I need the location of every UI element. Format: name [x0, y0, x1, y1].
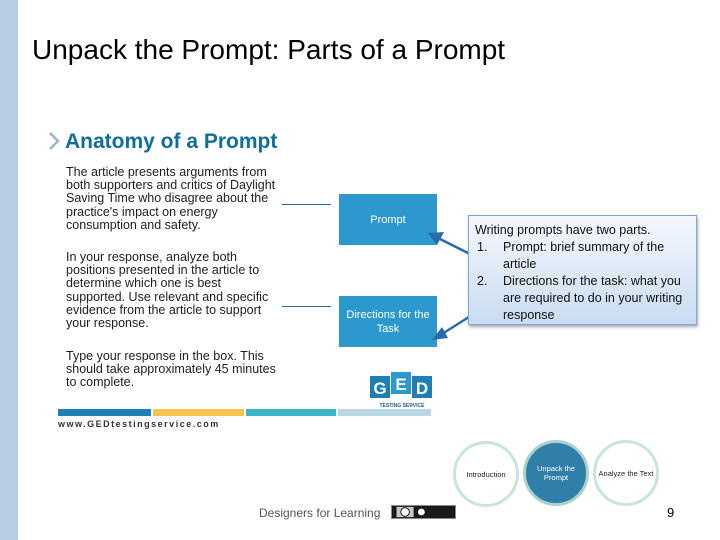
prompt-label-box: Prompt — [339, 194, 437, 245]
directions-paragraph: In your response, analyze both positions… — [66, 250, 269, 331]
svg-text:G: G — [373, 379, 386, 398]
directions-label-box: Directions for the Task — [339, 296, 437, 347]
connector-line — [282, 204, 331, 205]
connector-line — [282, 306, 331, 307]
color-stripe — [338, 409, 431, 416]
list-number: 1. — [477, 240, 488, 254]
list-number: 2. — [477, 274, 488, 288]
footer-organization: Designers for Learning — [259, 506, 381, 520]
ged-url: www.GEDtestingservice.com — [58, 419, 220, 429]
page-number: 9 — [667, 505, 675, 520]
list-item: 2. Directions for the task: what you are… — [475, 273, 690, 324]
ged-logo: G E D TESTING SERVICE — [370, 372, 432, 409]
callout-intro: Writing prompts have two parts. — [475, 223, 651, 237]
left-accent-bar — [0, 0, 18, 540]
callout-list: 1. Prompt: brief summary of the article … — [475, 239, 690, 324]
anatomy-of-prompt-image: Anatomy of a Prompt The article presents… — [45, 120, 445, 432]
list-text: Directions for the task: what you are re… — [503, 274, 683, 322]
color-stripe — [246, 409, 336, 416]
svg-text:D: D — [416, 379, 428, 398]
creative-commons-badge — [391, 505, 456, 519]
slide-title: Unpack the Prompt: Parts of a Prompt — [32, 34, 506, 65]
two-parts-callout: Writing prompts have two parts. 1. Promp… — [468, 215, 697, 325]
prompt-paragraph: The article presents arguments from both… — [66, 165, 276, 232]
chevron-right-icon — [49, 132, 60, 150]
instruction-paragraph: Type your response in the box. This shou… — [66, 349, 276, 390]
color-stripe — [153, 409, 244, 416]
list-text: Prompt: brief summary of the article — [503, 240, 665, 271]
color-stripe — [58, 409, 151, 416]
list-item: 1. Prompt: brief summary of the article — [475, 239, 690, 273]
svg-text:E: E — [395, 375, 406, 394]
nav-unpack-the-prompt[interactable]: Unpack the Prompt — [523, 440, 589, 506]
anatomy-title: Anatomy of a Prompt — [65, 130, 278, 153]
nav-introduction[interactable]: Introduction — [453, 441, 519, 507]
nav-analyze-the-text[interactable]: Analyze the Text — [593, 440, 659, 506]
ged-logo-subtitle: TESTING SERVICE — [380, 403, 426, 409]
